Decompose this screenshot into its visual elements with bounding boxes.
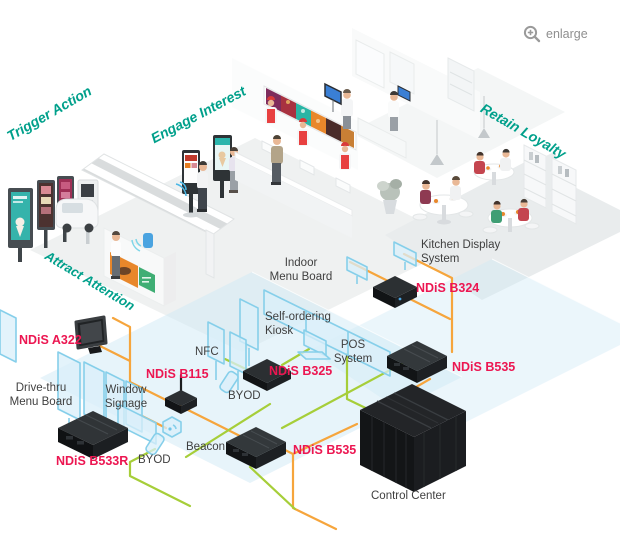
pos-terminal-shape — [297, 329, 331, 360]
kitchen-display-screens — [346, 241, 417, 284]
label-indoor-menu-board: Indoor Menu Board — [262, 256, 340, 284]
label-indoor-menu-line2: Menu Board — [269, 271, 333, 284]
label-kitchen-display-system: Kitchen Display System — [421, 238, 500, 266]
enlarge-label: enlarge — [546, 27, 588, 41]
cashiers — [265, 96, 351, 170]
product-label-ndis-b535-right: NDiS B535 — [452, 360, 516, 374]
product-label-ndis-b533r: NDiS B533R — [56, 454, 129, 468]
self-ordering-kiosks-scene — [175, 135, 239, 218]
byod-phone-2 — [145, 432, 165, 456]
label-pos-line2: System — [333, 353, 373, 366]
ndis-b533r-device — [58, 411, 128, 459]
kitchen-area — [355, 39, 475, 159]
wall-beacon — [131, 233, 153, 252]
ndis-a322-device — [74, 315, 108, 354]
magnifier-plus-icon — [523, 25, 541, 43]
product-label-ndis-b325: NDiS B325 — [269, 364, 333, 378]
self-ordering-kiosk-shape — [0, 298, 259, 366]
customer-at-counter — [271, 135, 283, 185]
label-byod-2: BYOD — [138, 454, 171, 466]
product-label-ndis-a322: NDiS A322 — [19, 333, 82, 347]
product-label-ndis-b535-bottom: NDiS B535 — [293, 443, 357, 457]
equipment-shapes — [0, 241, 417, 456]
ndis-b535-right-device — [387, 341, 447, 383]
drive-thru-menu-board-shape — [57, 351, 143, 440]
control-center-servers — [360, 384, 466, 492]
ndis-b535-bottom-device — [226, 427, 286, 469]
ndis-b324-device — [373, 276, 417, 308]
label-self-ordering-line1: Self-ordering — [265, 311, 331, 323]
label-drive-thru-line2: Menu Board — [9, 396, 73, 409]
enlarge-button[interactable]: enlarge — [523, 25, 588, 43]
staff-right — [341, 89, 353, 129]
label-control-center: Control Center — [371, 490, 446, 502]
label-indoor-menu-line1: Indoor — [284, 257, 318, 269]
drive-thru-car — [55, 198, 99, 233]
overhead-menu-board — [263, 85, 357, 151]
nfc-stands — [207, 321, 247, 390]
label-byod-1: BYOD — [228, 390, 261, 402]
label-drive-thru-menu-board: Drive-thru Menu Board — [2, 381, 80, 409]
product-label-ndis-b324: NDiS B324 — [416, 281, 480, 295]
label-beacon: Beacon — [186, 441, 226, 453]
bookshelves — [523, 144, 577, 225]
label-kitchen-display-line1: Kitchen Display — [421, 239, 501, 251]
beacon-icon — [162, 416, 182, 438]
ndis-b325-device — [243, 359, 291, 391]
byod-phone-1 — [219, 370, 239, 394]
label-kitchen-display-line2: System — [421, 253, 460, 266]
person-drive-thru — [111, 231, 121, 279]
ndis-devices — [58, 276, 466, 492]
product-label-ndis-b115: NDiS B115 — [146, 367, 209, 381]
kitchen-staff — [388, 91, 399, 131]
counter-tv — [324, 82, 342, 112]
label-nfc: NFC — [195, 346, 219, 358]
label-window-signage-line2: Signage — [104, 398, 148, 411]
label-window-signage: Window Signage — [100, 383, 152, 411]
label-pos-line1: POS — [340, 339, 366, 351]
label-self-ordering-kiosk: Self-ordering Kiosk — [265, 310, 331, 338]
label-pos-system: POS System — [328, 338, 378, 366]
label-drive-thru-line1: Drive-thru — [15, 382, 67, 394]
label-self-ordering-line2: Kiosk — [265, 325, 294, 338]
ndis-b115-device — [165, 373, 197, 414]
dining-area — [377, 96, 540, 234]
label-window-signage-line1: Window — [105, 384, 147, 396]
